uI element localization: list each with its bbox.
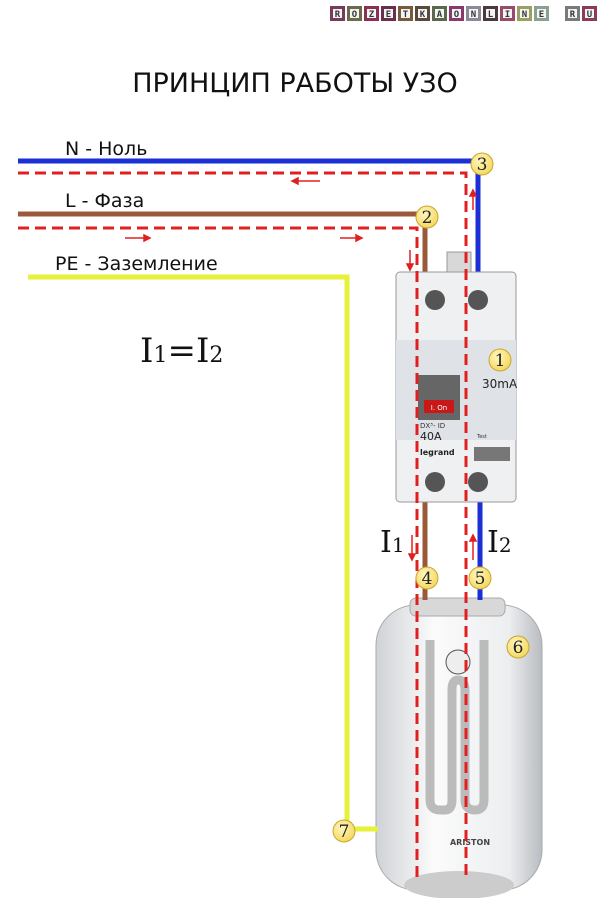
marker-7: 7 — [332, 819, 356, 843]
logo-tile: U — [582, 6, 597, 21]
test-button — [474, 447, 510, 461]
logo-tile: Z — [364, 6, 379, 21]
svg-text:Z: Z — [369, 10, 375, 20]
heater-brand: ARISTON — [450, 838, 490, 847]
logo-tile: I — [500, 6, 515, 21]
svg-text:T: T — [403, 10, 409, 20]
page-title: ПРИНЦИП РАБОТЫ УЗО — [132, 68, 458, 99]
svg-text:O: O — [352, 10, 358, 20]
logo-tile: O — [449, 6, 464, 21]
svg-text:6: 6 — [513, 638, 524, 658]
earth-wire — [28, 274, 378, 832]
rcd-breaker: I. On DX³- ID 40A legrand 30mA Test — [395, 251, 518, 503]
svg-text:N: N — [471, 10, 476, 20]
phase-label: L - Фаза — [65, 190, 144, 212]
svg-text:I. On: I. On — [431, 404, 447, 412]
svg-text:R: R — [335, 10, 341, 20]
svg-text:2: 2 — [422, 208, 433, 228]
equation: I1=I2 — [140, 331, 223, 371]
marker-2: 2 — [415, 205, 439, 229]
svg-text:5: 5 — [475, 569, 486, 589]
logo-tile: N — [517, 6, 532, 21]
logo-tile: R — [565, 6, 580, 21]
rcd-toggle — [418, 375, 460, 420]
svg-text:Test: Test — [476, 434, 487, 440]
thermostat-dial — [445, 649, 471, 675]
logo-tile: K — [415, 6, 430, 21]
marker-1: 1 — [488, 348, 512, 372]
svg-text:4: 4 — [422, 569, 433, 589]
logo-tile: L — [483, 6, 498, 21]
logo-tile: R — [330, 6, 345, 21]
svg-text:A: A — [437, 10, 443, 20]
logo-tile: E — [534, 6, 549, 21]
svg-text:E: E — [539, 10, 544, 20]
marker-4: 4 — [415, 566, 439, 590]
logo-tile: T — [398, 6, 413, 21]
marker-3: 3 — [470, 152, 494, 176]
heating-element — [425, 640, 489, 815]
logo-tile: O — [347, 6, 362, 21]
svg-text:1: 1 — [495, 351, 506, 371]
svg-text:E: E — [386, 10, 391, 20]
svg-text:3: 3 — [477, 155, 488, 175]
svg-text:I1=I2: I1=I2 — [140, 331, 223, 371]
logo-tile: A — [432, 6, 447, 21]
marker-6: 6 — [506, 635, 530, 659]
svg-text:U: U — [587, 10, 592, 20]
svg-text:I: I — [505, 10, 510, 20]
neutral-label: N - Ноль — [65, 138, 147, 160]
logo-tile: E — [381, 6, 396, 21]
svg-text:L: L — [488, 10, 494, 20]
flow-arrows — [125, 176, 478, 562]
svg-text:40A: 40A — [420, 430, 442, 443]
current-i1-label: I1 — [380, 525, 405, 560]
svg-text:R: R — [570, 10, 576, 20]
svg-text:O: O — [454, 10, 460, 20]
svg-text:K: K — [420, 10, 426, 20]
rcd-rating: 30mA — [482, 377, 518, 391]
svg-text:N: N — [522, 10, 527, 20]
marker-5: 5 — [468, 566, 492, 590]
svg-text:7: 7 — [339, 822, 350, 842]
svg-text:legrand: legrand — [420, 448, 455, 457]
earth-label: PE - Заземление — [55, 253, 218, 275]
logo-tile: N — [466, 6, 481, 21]
current-flow — [18, 171, 468, 880]
svg-text:DX³- ID: DX³- ID — [420, 422, 445, 430]
current-i2-label: I2 — [487, 525, 512, 560]
